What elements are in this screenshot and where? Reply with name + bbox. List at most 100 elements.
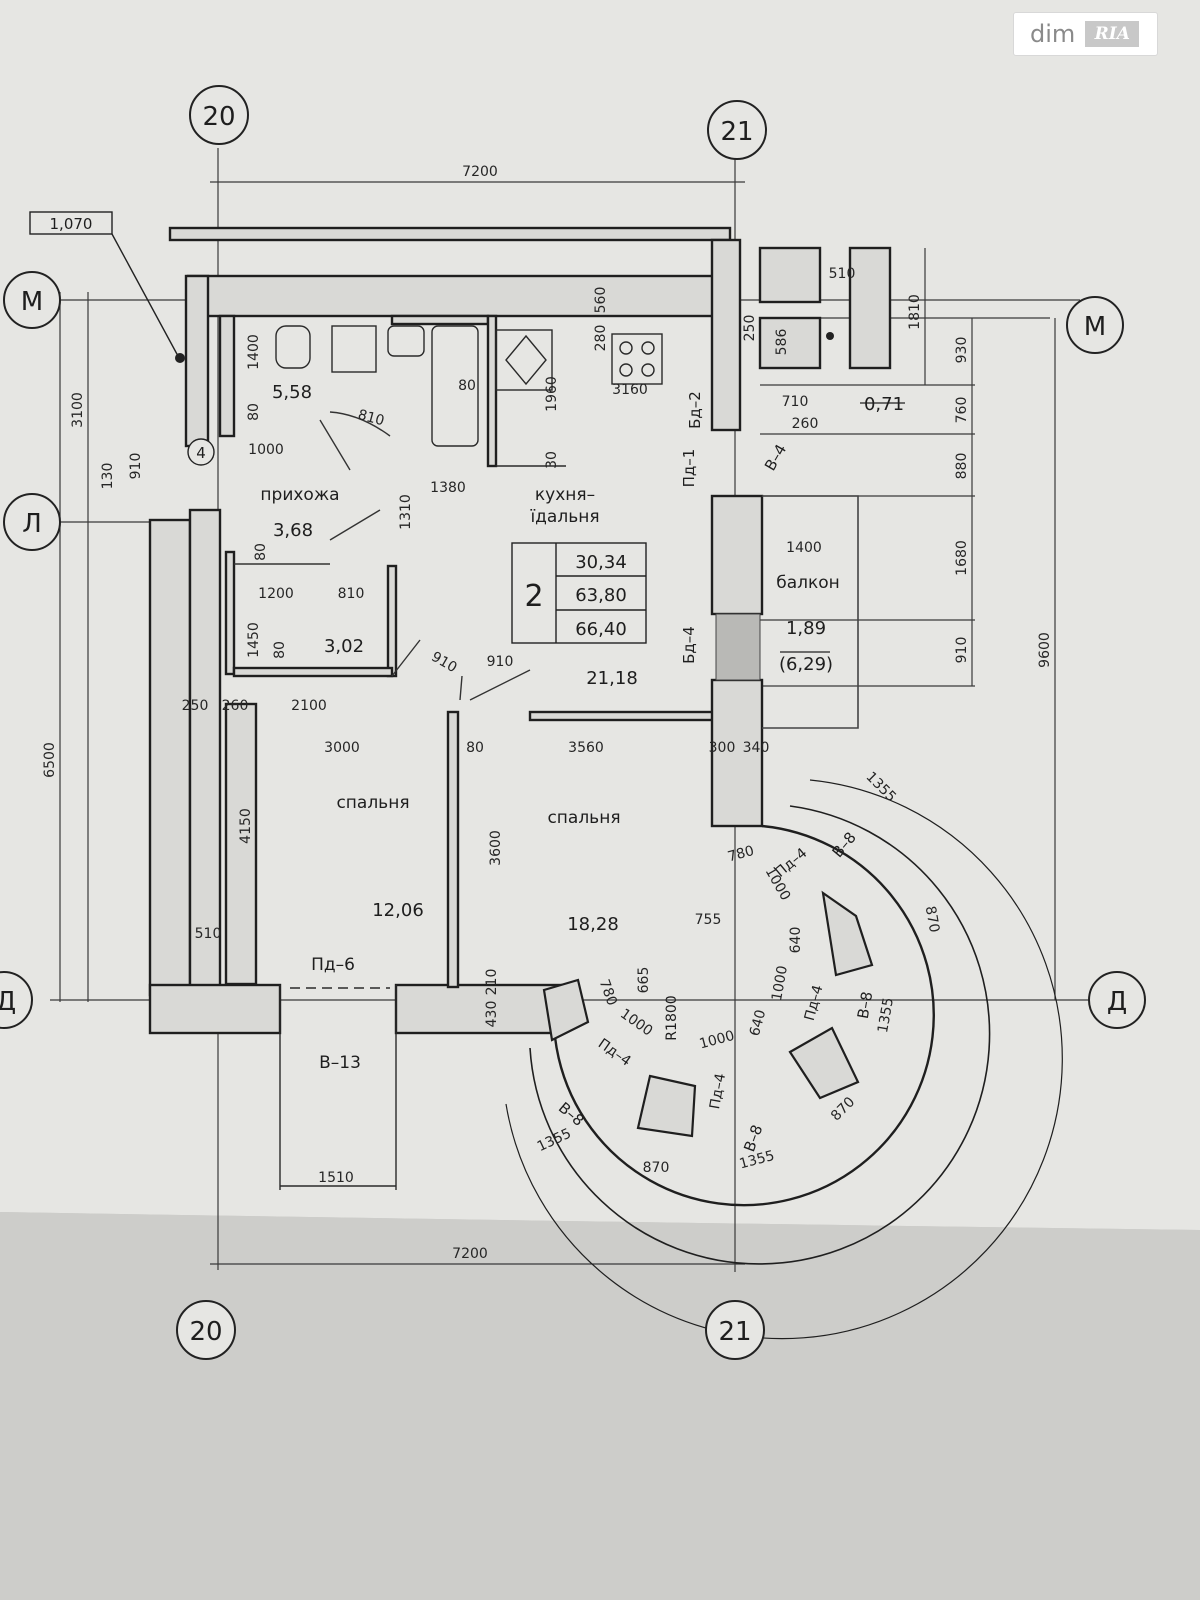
dim-1310: 1310 xyxy=(398,494,414,530)
dim-1400-balcony: 1400 xyxy=(786,540,822,556)
dim-80-bedroom: 80 xyxy=(466,740,484,756)
watermark-ria-logo: RIA xyxy=(1085,21,1140,47)
dim-340: 340 xyxy=(743,740,770,756)
dim-80-bath: 80 xyxy=(246,403,262,421)
shaft-point xyxy=(826,332,834,340)
axis-21-top: 21 xyxy=(720,117,753,147)
kitchen-label-1: кухня– xyxy=(535,485,595,505)
kitchen-area: 21,18 xyxy=(586,668,638,689)
axis-d-right: Д xyxy=(1107,987,1127,1017)
level-point xyxy=(175,353,185,363)
dim-870-bottom: 870 xyxy=(643,1160,670,1176)
axis-l-left: Л xyxy=(22,509,42,539)
bedroom2-area: 18,28 xyxy=(567,914,619,935)
dim-1000-right: 1000 xyxy=(769,964,791,1002)
bedroom2-label: спальня xyxy=(547,808,620,828)
dim-640-bottom: 640 xyxy=(747,1008,769,1038)
level-leader xyxy=(29,211,179,357)
dim-810-storage: 810 xyxy=(338,586,365,602)
dim-1680: 1680 xyxy=(954,540,970,576)
door-b13 xyxy=(279,985,397,1190)
dim-910-door-b: 910 xyxy=(487,654,514,670)
axis-bubbles xyxy=(0,85,1146,1360)
dim-280: 280 xyxy=(593,325,609,352)
mark-bd2: Бд–2 xyxy=(686,391,704,429)
dim-1810: 1810 xyxy=(907,294,923,330)
bath-area: 5,58 xyxy=(272,382,312,403)
mark-pd1: Пд–1 xyxy=(680,449,698,488)
axis-d-left: Д xyxy=(0,987,16,1017)
axis-20-bottom: 20 xyxy=(189,1317,222,1347)
dim-640-top: 640 xyxy=(788,927,804,954)
dim-3000: 3000 xyxy=(324,740,360,756)
dim-80-hall: 80 xyxy=(253,543,269,561)
dim-250: 250 xyxy=(742,315,758,342)
dim-2100: 2100 xyxy=(291,698,327,714)
axis-21-bottom: 21 xyxy=(718,1317,751,1347)
mark-pg6: Пд–6 xyxy=(311,955,355,975)
dim-510-bottom: 510 xyxy=(195,926,222,942)
dim-7200-top: 7200 xyxy=(462,164,498,180)
dim-910-left: 910 xyxy=(128,453,144,480)
balcony-label: балкон xyxy=(776,573,840,593)
summary-living-area: 30,34 xyxy=(575,552,627,573)
dim-30-kitchen: 30 xyxy=(544,451,560,469)
dim-260-top: 260 xyxy=(792,416,819,432)
dim-80-storage: 80 xyxy=(272,641,288,659)
dim-130: 130 xyxy=(100,463,116,490)
hall-label: прихожа xyxy=(260,485,339,505)
door-swings xyxy=(234,411,531,701)
dim-1355-right: 1355 xyxy=(875,996,897,1034)
dim-1200: 1200 xyxy=(258,586,294,602)
mark-pg4-c: Пд–4 xyxy=(707,1072,729,1110)
dim-430: 430 xyxy=(484,1001,500,1028)
walls xyxy=(148,226,892,1035)
dim-665: 665 xyxy=(636,967,652,994)
dim-1450: 1450 xyxy=(246,622,262,658)
dim-780-top: 780 xyxy=(726,843,756,865)
summary-total-area: 63,80 xyxy=(575,585,627,606)
dim-3560: 3560 xyxy=(568,740,604,756)
dim-810-bath: 810 xyxy=(356,407,386,429)
dim-260-left: 260 xyxy=(222,698,249,714)
dimension-text: 7200 7200 3100 6500 9600 1810 930 760 88… xyxy=(42,164,1053,1262)
dim-3600: 3600 xyxy=(488,830,504,866)
bay-window xyxy=(505,779,1063,1340)
dim-560: 560 xyxy=(593,287,609,314)
dim-6500: 6500 xyxy=(42,742,58,778)
dim-1000-hall: 1000 xyxy=(248,442,284,458)
bedroom1-area: 12,06 xyxy=(372,900,424,921)
dim-4150: 4150 xyxy=(238,808,254,844)
bay-piers xyxy=(542,890,874,1138)
mark-b13: В–13 xyxy=(319,1053,361,1073)
dim-1960: 1960 xyxy=(544,376,560,412)
dim-3160: 3160 xyxy=(612,382,648,398)
bedroom1-label: спальня xyxy=(336,793,409,813)
watermark-dim: dim xyxy=(1030,20,1076,48)
level-mark: 1,070 xyxy=(50,215,93,233)
dim-710: 710 xyxy=(782,394,809,410)
dim-870-right: 870 xyxy=(922,905,942,934)
dim-1380: 1380 xyxy=(430,480,466,496)
paper-lower xyxy=(0,1212,1200,1600)
mark-r1800: R1800 xyxy=(664,995,680,1040)
summary-rooms-count: 2 xyxy=(524,579,543,614)
mark-bd4: Бд–4 xyxy=(680,626,698,664)
dim-755: 755 xyxy=(695,912,722,928)
mark-b8-right: В–8 xyxy=(854,990,876,1020)
dim-910-right: 910 xyxy=(954,637,970,664)
dim-210: 210 xyxy=(484,969,500,996)
balcony-door-hatch xyxy=(715,613,761,681)
shaft-area: 0,71 xyxy=(864,394,904,415)
fixtures xyxy=(275,325,663,467)
dim-1510: 1510 xyxy=(318,1170,354,1186)
dim-760: 760 xyxy=(954,397,970,424)
balcony-outline xyxy=(762,495,859,729)
hall-area: 3,68 xyxy=(273,520,313,541)
summary-total-balcony: 66,40 xyxy=(575,619,627,640)
dim-510-top: 510 xyxy=(829,266,856,282)
dim-80-kitchen: 80 xyxy=(458,378,476,394)
axis-m-right: М xyxy=(1084,312,1106,342)
